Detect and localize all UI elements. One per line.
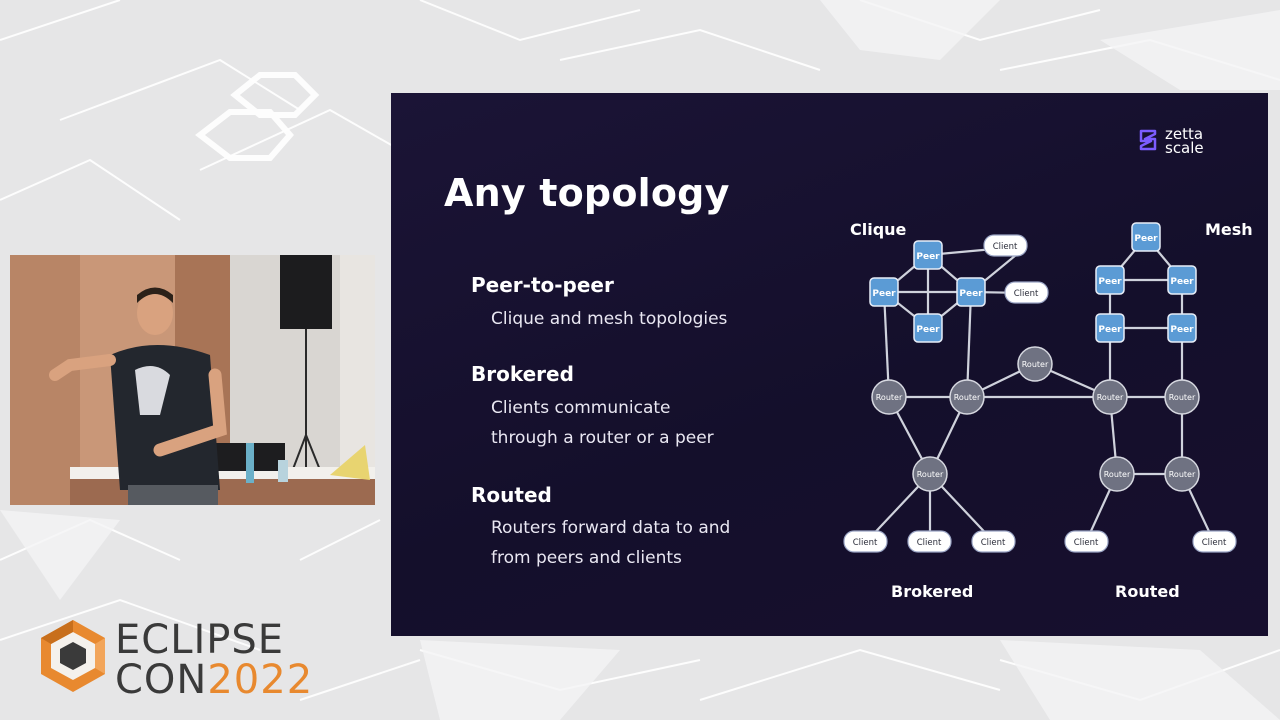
node-label: Client — [981, 538, 1006, 548]
node-label: Router — [1169, 393, 1196, 402]
client-node: Client — [1064, 530, 1109, 553]
speaker-video-frame — [10, 255, 375, 505]
node-label: Client — [1074, 538, 1099, 548]
client-node: Client — [1004, 281, 1049, 304]
node-label: Client — [993, 242, 1018, 252]
node-label: Client — [917, 538, 942, 548]
router-node: Router — [912, 456, 948, 492]
section-heading-routed: Routed — [471, 483, 552, 507]
client-node: Client — [971, 530, 1016, 553]
slide-title: Any topology — [444, 171, 730, 215]
node-label: Router — [917, 470, 944, 479]
topology-diagram: Clique Mesh Brokered Routed Peer Peer Pe… — [843, 220, 1253, 601]
section-text-brokered: Clients communicate through a router or … — [491, 393, 821, 453]
node-label: Peer — [916, 252, 940, 262]
router-node: Router — [1164, 379, 1200, 415]
peer-node: Peer — [1095, 313, 1125, 343]
node-label: Router — [1104, 470, 1131, 479]
section-text-line: from peers and clients — [491, 548, 682, 568]
section-text-routed: Routers forward data to and from peers a… — [491, 513, 821, 573]
logo-line-1: ECLIPSE — [115, 617, 285, 663]
client-node: Client — [843, 530, 888, 553]
router-node: Router — [1017, 346, 1053, 382]
node-label: Peer — [1134, 234, 1158, 244]
section-text-line: Clients communicate — [491, 398, 671, 418]
router-node: Router — [1164, 456, 1200, 492]
logo-con: CON — [115, 657, 208, 703]
peer-node: Peer — [956, 277, 986, 307]
brand-line-1: zetta — [1165, 125, 1204, 143]
peer-node: Peer — [869, 277, 899, 307]
node-label: Peer — [1098, 277, 1122, 287]
eclipsecon-logo: ECLIPSE CON2022 — [35, 618, 312, 700]
label-routed: Routed — [1115, 582, 1180, 601]
client-node: Client — [1192, 530, 1237, 553]
peer-node: Peer — [913, 313, 943, 343]
peer-node: Peer — [1131, 222, 1161, 252]
zettascale-logo-icon — [1139, 129, 1157, 151]
section-text-peer-to-peer: Clique and mesh topologies — [491, 304, 821, 334]
client-node: Client — [983, 234, 1028, 257]
speaker-video-image — [10, 255, 375, 505]
router-nodes: Router Router Router Router Router Route… — [871, 346, 1200, 492]
node-label: Peer — [959, 289, 983, 299]
label-brokered: Brokered — [891, 582, 973, 601]
node-label: Client — [1202, 538, 1227, 548]
node-label: Peer — [1170, 277, 1194, 287]
brand-wordmark: zetta scale — [1165, 125, 1204, 157]
presentation-slide: zetta scale Any topology Peer-to-peer Cl… — [391, 93, 1268, 636]
node-label: Client — [1014, 289, 1039, 299]
peer-node: Peer — [1095, 265, 1125, 295]
logo-year: 2022 — [207, 657, 314, 703]
zettascale-brand: zetta scale — [1137, 127, 1227, 157]
router-node: Router — [949, 379, 985, 415]
section-text-line: Routers forward data to and — [491, 518, 731, 538]
section-text-line: Clique and mesh topologies — [491, 309, 728, 329]
eclipsecon-hexagon-icon — [41, 620, 105, 692]
brand-line-2: scale — [1165, 139, 1204, 157]
node-label: Router — [1169, 470, 1196, 479]
section-text-line: through a router or a peer — [491, 428, 714, 448]
node-label: Router — [1097, 393, 1124, 402]
router-node: Router — [1092, 379, 1128, 415]
router-node: Router — [1099, 456, 1135, 492]
peer-node: Peer — [1167, 313, 1197, 343]
section-heading-brokered: Brokered — [471, 362, 574, 386]
node-label: Client — [853, 538, 878, 548]
peer-node: Peer — [913, 240, 943, 270]
client-node: Client — [907, 530, 952, 553]
router-node: Router — [871, 379, 907, 415]
node-label: Peer — [1098, 325, 1122, 335]
node-label: Router — [1022, 360, 1049, 369]
logo-line-2: CON2022 — [115, 660, 313, 700]
node-label: Router — [954, 393, 981, 402]
peer-nodes: Peer Peer Peer Peer Peer Peer Peer Peer … — [869, 222, 1197, 343]
node-label: Peer — [1170, 325, 1194, 335]
eclipsecon-wordmark: ECLIPSE CON2022 — [115, 620, 313, 700]
label-mesh: Mesh — [1205, 220, 1253, 239]
node-label: Router — [876, 393, 903, 402]
node-label: Peer — [916, 325, 940, 335]
peer-node: Peer — [1167, 265, 1197, 295]
client-nodes: Client Client Client Client Client Clien… — [843, 234, 1237, 553]
node-label: Peer — [872, 289, 896, 299]
section-heading-peer-to-peer: Peer-to-peer — [471, 273, 614, 297]
label-clique: Clique — [850, 220, 907, 239]
